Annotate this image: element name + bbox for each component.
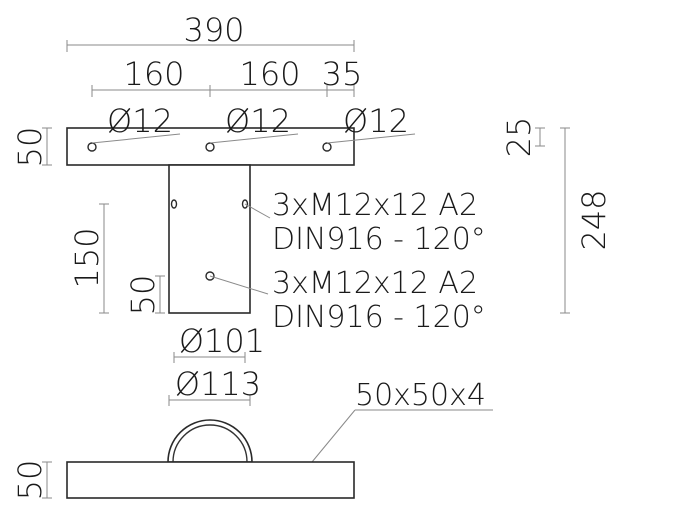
vertical-tube — [168, 164, 251, 314]
note-profile: 50x50x4 — [355, 378, 486, 413]
note-screws-upper-line2: DIN916 - 120° — [272, 222, 486, 257]
plate-hole-left — [87, 142, 97, 152]
front-view — [66, 127, 355, 314]
dim-overall-width: 390 — [183, 11, 244, 49]
dimension-labels: 390 160 160 35 Ø12 Ø12 Ø12 50 25 248 150… — [11, 11, 613, 500]
dim-plate-thickness-top: 50 — [11, 127, 49, 168]
dim-hole-spacing-2: 160 — [239, 55, 300, 93]
dim-hole-dia-1: Ø12 — [107, 102, 173, 140]
note-screws-lower-line1: 3xM12x12 A2 — [272, 266, 478, 301]
tube-section-inner — [172, 424, 248, 463]
dimension-lines — [42, 40, 570, 499]
tube-section-outer — [167, 419, 253, 463]
note-screws-lower-line2: DIN916 - 120° — [272, 300, 486, 335]
tube-screw-upper-left — [170, 199, 178, 209]
dim-flange-thickness: 25 — [500, 117, 538, 158]
bottom-plate — [66, 461, 355, 499]
dim-hole-dia-2: Ø12 — [225, 102, 291, 140]
dim-overall-height: 248 — [575, 189, 613, 250]
dim-plate-thickness-bottom: 50 — [11, 460, 49, 501]
dim-hole-spacing-1: 160 — [123, 55, 184, 93]
bottom-view — [66, 419, 355, 499]
dim-inner-diameter: Ø101 — [179, 322, 265, 360]
plate-hole-middle — [205, 142, 215, 152]
dim-screw-offset: 50 — [124, 275, 162, 316]
dim-outer-diameter: Ø113 — [175, 365, 261, 403]
dim-tube-length: 150 — [68, 227, 106, 288]
dim-edge-offset: 35 — [322, 55, 363, 93]
dim-hole-dia-3: Ø12 — [343, 102, 409, 140]
screw-notes: 3xM12x12 A2 DIN916 - 120° 3xM12x12 A2 DI… — [272, 188, 486, 413]
plate-hole-right — [322, 142, 332, 152]
note-screws-upper-line1: 3xM12x12 A2 — [272, 188, 478, 223]
